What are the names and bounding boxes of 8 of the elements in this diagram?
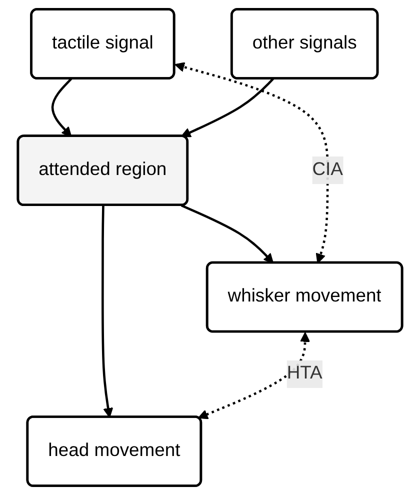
arrow <box>102 205 114 418</box>
edge-label: CIA <box>312 160 343 180</box>
arrow <box>180 204 274 264</box>
arrow <box>198 332 310 420</box>
arrow <box>174 62 329 264</box>
edge-label: HTA <box>286 364 322 384</box>
arrow <box>51 78 72 137</box>
arrow <box>180 78 274 138</box>
